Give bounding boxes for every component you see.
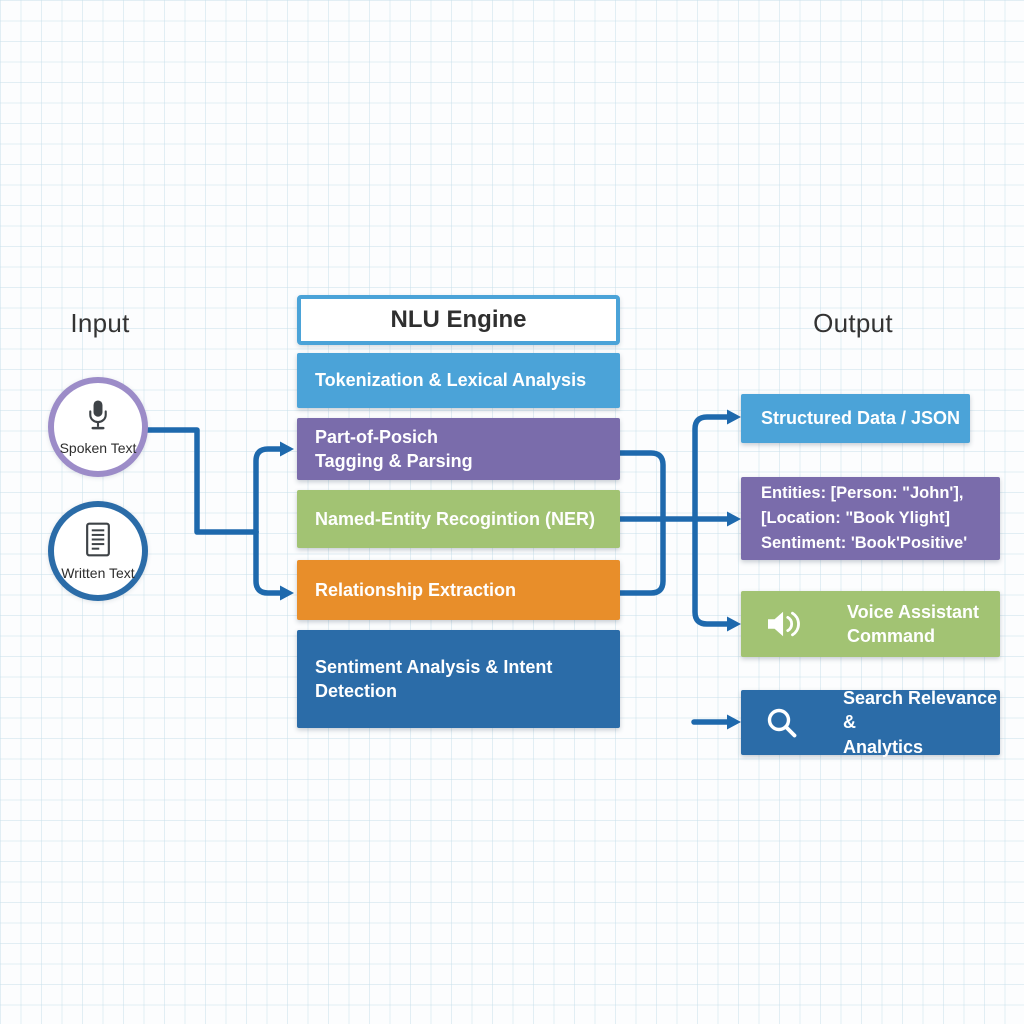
- connector-distribution: [692, 414, 730, 627]
- output-structured-data: Structured Data / JSON: [741, 394, 970, 443]
- input-node-written-text: Written Text: [48, 501, 148, 601]
- arrowhead-structured-data: [727, 409, 741, 425]
- connector-junction-to-pos: [253, 446, 283, 535]
- output-search-relevance: Search Relevance & Analytics: [741, 688, 1000, 757]
- output-voice-assistant: Voice Assistant Command: [741, 591, 1000, 657]
- speaker-icon: [765, 608, 803, 640]
- arrowhead-voice-assistant: [727, 616, 741, 632]
- output-column-label: Output: [813, 308, 893, 338]
- connector-spoken-to-junction: [144, 427, 259, 535]
- output-node-label: Search Relevance & Analytics: [843, 688, 998, 757]
- output-node-label: Voice Assistant Command: [847, 601, 980, 646]
- input-node-label: Spoken Text: [59, 439, 137, 456]
- microphone-icon: [85, 399, 111, 437]
- stage-pos-tagging: Part-of-Posich Tagging & Parsing: [297, 418, 620, 480]
- output-entities: Entities: [Person: "John'], [Location: "…: [741, 477, 1000, 560]
- arrowhead-pos: [280, 441, 294, 457]
- document-icon: [83, 522, 113, 562]
- connector-pos-relationship-loop: [617, 450, 666, 596]
- stage-relationship-extraction: Relationship Extraction: [297, 560, 620, 620]
- input-node-label: Written Text: [61, 564, 135, 581]
- input-column-label: Input: [70, 308, 130, 338]
- stage-sentiment-intent: Sentiment Analysis & Intent Detection: [297, 630, 620, 728]
- arrowhead-search: [727, 714, 741, 730]
- input-node-spoken-text: Spoken Text: [48, 377, 148, 477]
- arrowhead-entities: [727, 511, 741, 527]
- arrowhead-relationship: [280, 585, 294, 601]
- connector-junction-to-relationship: [253, 529, 283, 596]
- stage-ner: Named-Entity Recogintion (NER): [297, 490, 620, 548]
- nlu-engine-title: NLU Engine: [297, 295, 620, 345]
- stage-tokenization: Tokenization & Lexical Analysis: [297, 353, 620, 408]
- search-icon: [765, 706, 799, 740]
